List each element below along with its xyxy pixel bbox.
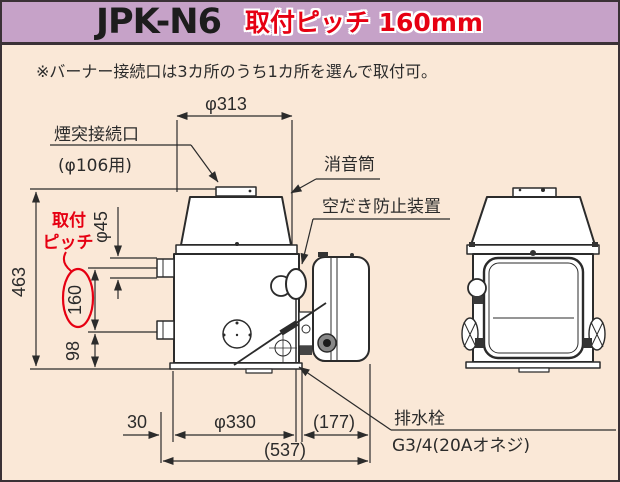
dim-phi45: φ45	[91, 211, 111, 243]
dim-177: (177)	[313, 412, 355, 432]
pitch-label-line1: 取付	[52, 210, 86, 231]
front-flange-right-clamp	[583, 338, 592, 348]
dim-537: (537)	[264, 440, 306, 460]
front-panel-clasp	[530, 250, 536, 256]
front-sensor	[467, 278, 487, 298]
pitch-label-line2: ピッチ	[43, 233, 94, 253]
header-bar: JPK-N6 取付ピッチ 160mm	[2, 2, 618, 45]
pitch-ellipse	[61, 267, 95, 329]
drain-plug-label: 排水栓	[394, 409, 445, 429]
front-flange-left-x2	[463, 321, 477, 348]
dry-fire-leader	[300, 218, 314, 265]
control-box-port-center	[323, 339, 331, 347]
dry-fire-sensor	[285, 268, 307, 300]
dim-463: 463	[9, 267, 29, 297]
control-box-top-clip	[318, 252, 328, 257]
burner-note: ※バーナー接続口は3カ所のうち1カ所を選んで取付可。	[36, 62, 437, 81]
front-stub-bolt2	[518, 188, 522, 192]
anchor-rod	[233, 302, 327, 366]
dimension-lines	[30, 112, 371, 465]
front-flange-bolt-left	[469, 242, 475, 247]
front-flange-bolt-right	[592, 242, 598, 247]
control-bracket-foot	[300, 346, 312, 355]
pitch-highlight: 取付ピッチ 160mm	[244, 7, 483, 37]
dim-160: 160	[65, 285, 85, 315]
dim-98: 98	[63, 341, 83, 361]
dimension-drawing: 煙突接続口 (φ106用) 消音筒 空だき防止装置 排水栓 G3/4(20Aオネ…	[9, 94, 616, 465]
muffler-dome	[180, 196, 292, 246]
drain-leader	[298, 366, 392, 431]
front-sensor-base	[473, 296, 483, 304]
control-bracket-hole	[301, 324, 311, 334]
chimney-leader	[190, 144, 219, 183]
dome-flange-bolt	[235, 242, 239, 246]
chimney-stub-bolt	[248, 189, 252, 193]
burner-port-bolt1	[235, 321, 239, 325]
anchor-rod-sleeve	[279, 320, 299, 336]
diagram-area: ※バーナー接続口は3カ所のうち1カ所を選んで取付可。	[2, 45, 618, 480]
front-flange-left-clamp	[475, 338, 484, 348]
burner-port-center	[235, 333, 239, 337]
model-name: JPK-N6	[96, 1, 222, 42]
muffler-label: 消音筒	[324, 155, 375, 175]
dim-phi330: φ330	[214, 412, 256, 432]
pitch-annotation: 取付 ピッチ	[43, 210, 95, 329]
dim-phi313: φ313	[205, 94, 247, 114]
front-muffler-dome	[470, 196, 596, 246]
bottom-tab	[245, 368, 273, 374]
chimney-port-size-label: (φ106用)	[58, 156, 132, 176]
front-base-flange	[465, 361, 601, 369]
drain-thread-label: G3/4(20Aオネジ)	[392, 436, 530, 456]
dome-flange	[175, 244, 298, 255]
front-base-tab	[518, 367, 550, 373]
pipe-stub-lower	[156, 320, 175, 340]
dim-30: 30	[127, 412, 147, 432]
burner-port-bolt3	[248, 333, 252, 337]
side-view	[156, 186, 370, 374]
pipe-stub-upper	[156, 258, 175, 278]
muffler-leader	[290, 178, 317, 194]
labels: 煙突接続口 (φ106用) 消音筒 空だき防止装置 排水栓 G3/4(20Aオネ…	[9, 94, 530, 460]
front-panel-inner	[488, 262, 579, 354]
control-box-top-bolt	[350, 253, 354, 257]
pitch-pointer-curve	[62, 251, 72, 272]
dry-fire-label: 空だき防止装置	[322, 197, 441, 217]
chimney-port-label: 煙突接続口	[54, 125, 139, 145]
front-flange-right-x2	[590, 321, 604, 348]
burner-port-bolt2	[222, 333, 226, 337]
front-panel-outer	[482, 256, 585, 360]
front-stub-bolt1	[541, 188, 545, 192]
front-view	[461, 187, 606, 373]
callout-leaders	[50, 144, 616, 431]
